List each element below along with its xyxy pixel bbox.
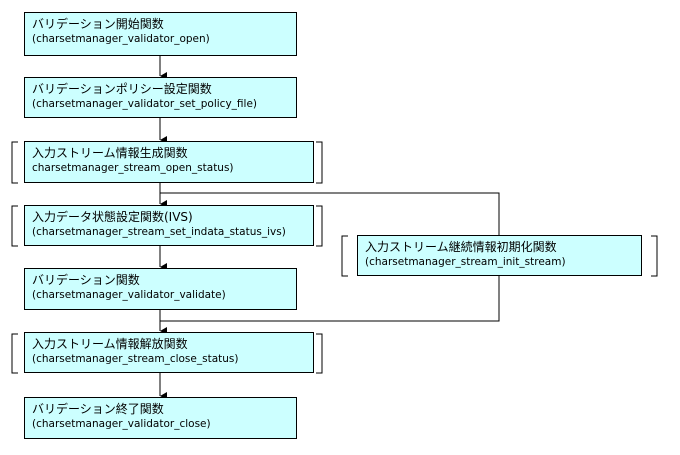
bracket-side-right bbox=[651, 235, 658, 277]
step-title: 入力ストリーム継続情報初期化関数 bbox=[365, 240, 557, 254]
step-title: バリデーション開始関数 bbox=[32, 17, 164, 31]
step-validator-set-policy-file: バリデーションポリシー設定関数 (charsetmanager_validato… bbox=[24, 77, 297, 118]
step-function-name: (charsetmanager_validator_validate) bbox=[32, 289, 226, 301]
step-validator-open: バリデーション開始関数 (charsetmanager_validator_op… bbox=[24, 12, 297, 56]
bracket-step4-left bbox=[11, 205, 18, 247]
step-title: 入力ストリーム情報生成関数 bbox=[32, 146, 188, 160]
step-stream-init-stream: 入力ストリーム継続情報初期化関数 (charsetmanager_stream_… bbox=[357, 235, 642, 276]
step-validator-validate: バリデーション関数 (charsetmanager_validator_vali… bbox=[24, 268, 297, 310]
bracket-step3-right bbox=[316, 141, 323, 184]
step-function-name: (charsetmanager_stream_set_indata_status… bbox=[32, 226, 286, 238]
step-function-name: (charsetmanager_validator_close) bbox=[32, 418, 211, 430]
step-function-name: (charsetmanager_stream_close_status) bbox=[32, 353, 239, 365]
step-stream-close-status: 入力ストリーム情報解放関数 (charsetmanager_stream_clo… bbox=[24, 332, 314, 373]
step-validator-close: バリデーション終了関数 (charsetmanager_validator_cl… bbox=[24, 397, 297, 439]
step-function-name: charsetmanager_stream_open_status) bbox=[32, 162, 234, 174]
step-function-name: (charsetmanager_stream_init_stream) bbox=[365, 256, 566, 268]
step-function-name: (charsetmanager_validator_set_policy_fil… bbox=[32, 98, 258, 110]
bracket-step4-right bbox=[316, 205, 323, 247]
step-title: バリデーションポリシー設定関数 bbox=[32, 82, 212, 96]
step-title: 入力データ状態設定関数(IVS) bbox=[32, 210, 193, 224]
step-title: バリデーション関数 bbox=[32, 273, 140, 287]
step-stream-set-indata-status-ivs: 入力データ状態設定関数(IVS) (charsetmanager_stream_… bbox=[24, 205, 314, 246]
step-title: バリデーション終了関数 bbox=[32, 402, 164, 416]
step-title: 入力ストリーム情報解放関数 bbox=[32, 337, 188, 351]
bracket-step6-right bbox=[316, 333, 323, 374]
step-function-name: (charsetmanager_validator_open) bbox=[32, 33, 210, 45]
bracket-side-left bbox=[341, 235, 348, 277]
step-stream-open-status: 入力ストリーム情報生成関数 charsetmanager_stream_open… bbox=[24, 141, 314, 183]
bracket-step3-left bbox=[11, 141, 18, 184]
bracket-step6-left bbox=[11, 333, 18, 374]
